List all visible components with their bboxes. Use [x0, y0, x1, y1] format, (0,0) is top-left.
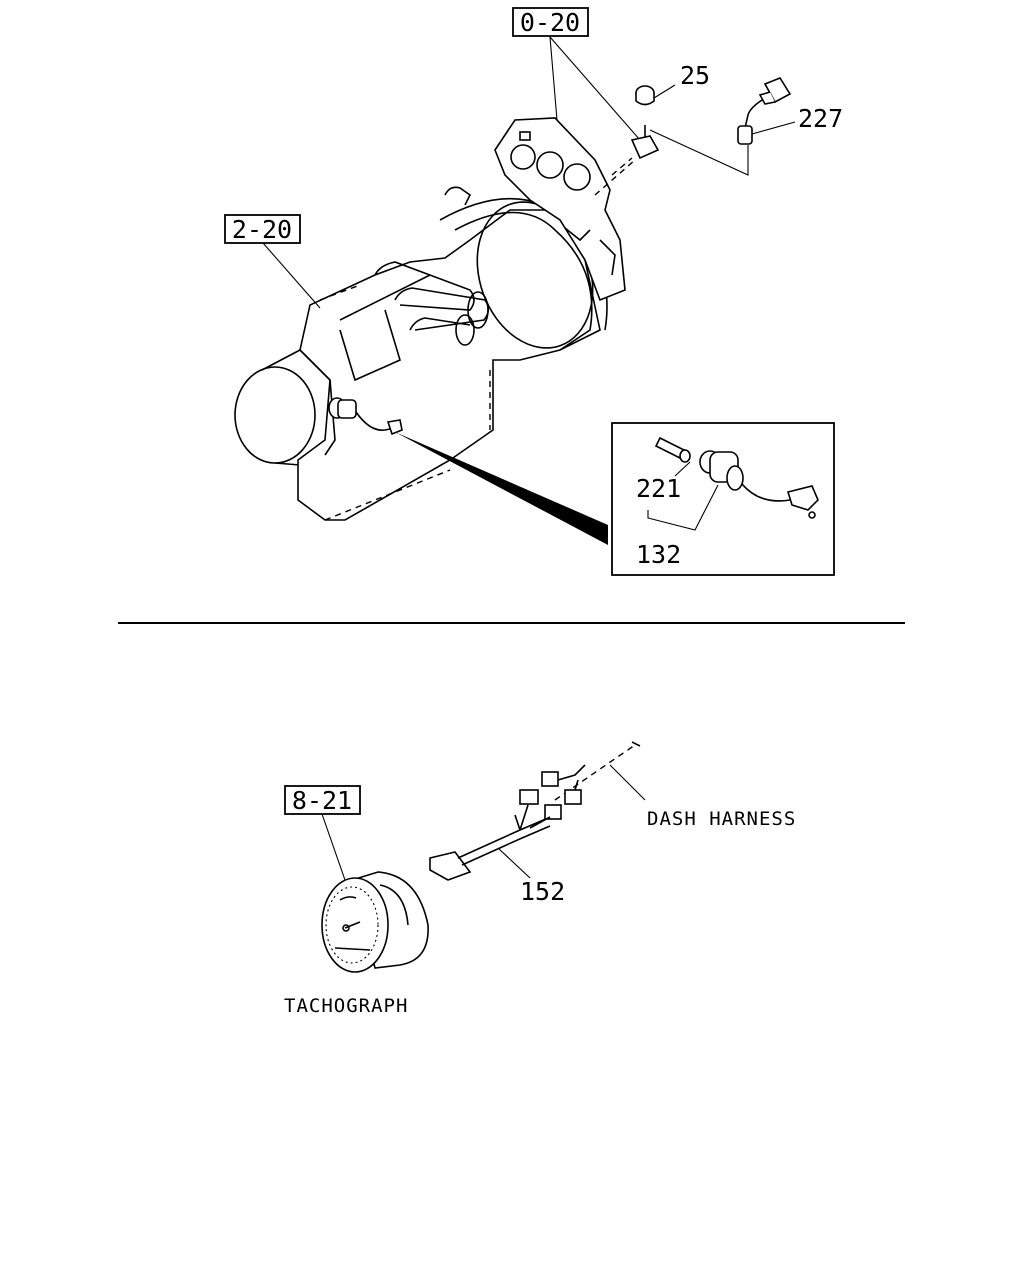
- ref-box-0-20[interactable]: 0-20: [512, 7, 589, 37]
- part-221-gear: [654, 436, 691, 463]
- ref-label-2-20: 2-20: [232, 215, 292, 244]
- part-152-harness: [429, 789, 562, 881]
- ref-label-0-20: 0-20: [520, 8, 580, 37]
- part-227-sensor: [737, 77, 792, 145]
- tachograph-label: TACHOGRAPH: [284, 995, 408, 1017]
- part-label-132[interactable]: 132: [636, 540, 681, 569]
- part-25-plug: [635, 85, 655, 106]
- part-132-sensor: [699, 450, 819, 519]
- part-label-25[interactable]: 25: [680, 61, 710, 90]
- tachograph-illustration: [321, 871, 429, 973]
- transmission-illustration: [234, 117, 636, 521]
- ref-box-8-21[interactable]: 8-21: [284, 785, 361, 815]
- ref-box-2-20[interactable]: 2-20: [224, 214, 301, 244]
- dash-harness-illustration: [541, 741, 641, 805]
- part-label-152[interactable]: 152: [520, 877, 565, 906]
- part-label-227[interactable]: 227: [798, 104, 843, 133]
- dash-harness-label: DASH HARNESS: [647, 808, 796, 830]
- detail-callout-wedge: [395, 432, 608, 545]
- ref-label-8-21: 8-21: [292, 786, 352, 815]
- sensor-mount-boss: [630, 125, 660, 160]
- detail-inset-box: 221 132: [611, 422, 835, 576]
- part-label-221[interactable]: 221: [636, 474, 681, 503]
- speed-sensor-mounted: [328, 397, 403, 436]
